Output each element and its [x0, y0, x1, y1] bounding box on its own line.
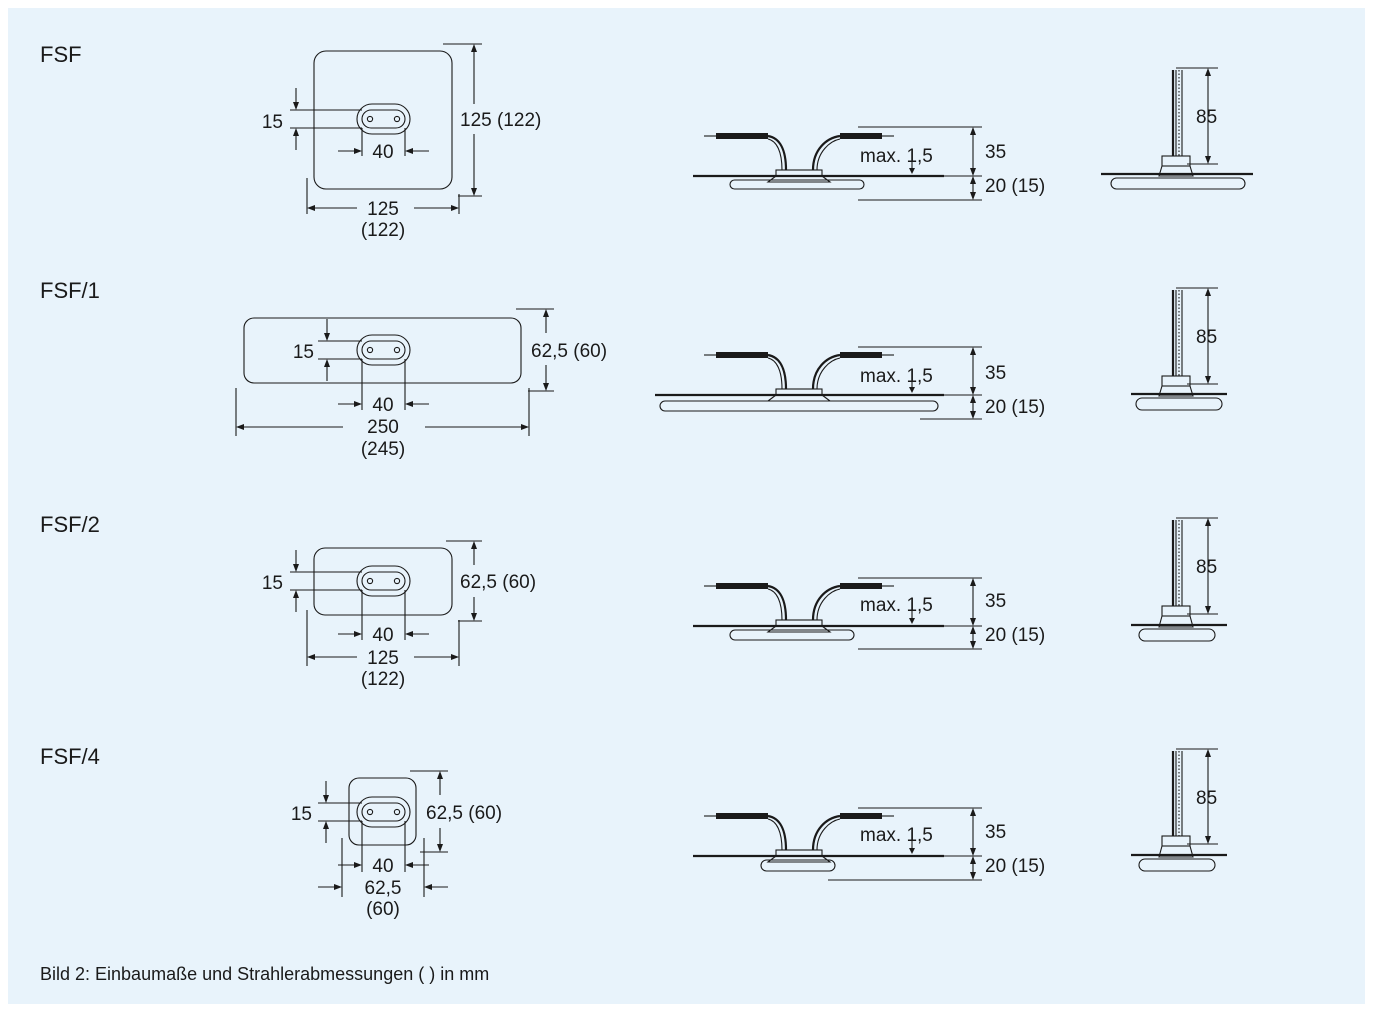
row-title-fsf1: FSF/1 — [40, 278, 100, 303]
slot-label-fsf2: 40 — [372, 625, 393, 646]
end-height-label-fsf4: 85 — [1196, 788, 1217, 809]
width-label-fsf: 125 — [367, 199, 399, 220]
height-label-fsf4: 62,5 (60) — [426, 803, 502, 824]
front-view-fsf: 15 40 125 (122) 125 (122) — [262, 43, 541, 241]
row-title-fsf2: FSF/2 — [40, 512, 100, 537]
hole-label-fsf2: 15 — [262, 573, 283, 594]
side-view-fsf4: max. 1,5 35 20 (15) — [693, 807, 1045, 881]
slot-label-fsf1: 40 — [372, 395, 393, 416]
end-height-label-fsf: 85 — [1196, 107, 1217, 128]
front-view-fsf2: 15 40 125 (122) 62,5 (60) — [262, 540, 536, 690]
side-depth-label-fsf: 20 (15) — [985, 176, 1045, 197]
width-alt-label-fsf: (122) — [361, 220, 405, 241]
side-depth-label-fsf4: 20 (15) — [985, 856, 1045, 877]
width-alt-label-fsf4: (60) — [366, 899, 400, 920]
side-depth-label-fsf2: 20 (15) — [985, 625, 1045, 646]
end-view-fsf4: 85 — [1131, 748, 1227, 872]
row-title-fsf4: FSF/4 — [40, 744, 100, 769]
side-height-label-fsf1: 35 — [985, 363, 1006, 384]
end-view-fsf1: 85 — [1131, 287, 1227, 411]
side-height-label-fsf4: 35 — [985, 822, 1006, 843]
end-view-fsf2: 85 — [1131, 517, 1227, 642]
side-height-label-fsf: 35 — [985, 142, 1006, 163]
width-label-fsf1: 250 — [367, 417, 399, 438]
max-label-fsf: max. 1,5 — [860, 146, 933, 167]
side-view-fsf1: max. 1,5 35 20 (15) — [655, 346, 1045, 420]
max-label-fsf2: max. 1,5 — [860, 595, 933, 616]
max-label-fsf1: max. 1,5 — [860, 366, 933, 387]
slot-label-fsf: 40 — [372, 142, 393, 163]
hole-label-fsf1: 15 — [293, 342, 314, 363]
front-view-fsf4: 15 40 62,5 (60) 62,5 (60) — [291, 770, 502, 920]
side-height-label-fsf2: 35 — [985, 591, 1006, 612]
row-title-fsf: FSF — [40, 42, 82, 67]
side-view-fsf2: max. 1,5 35 20 (15) — [693, 577, 1045, 650]
width-alt-label-fsf1: (245) — [361, 439, 405, 460]
hole-label-fsf4: 15 — [291, 804, 312, 825]
end-height-label-fsf1: 85 — [1196, 327, 1217, 348]
front-view-fsf1: 15 40 250 (245) 62,5 (60) — [235, 308, 607, 460]
figure-caption: Bild 2: Einbaumaße und Strahlerabmessung… — [40, 964, 490, 984]
hole-label-fsf: 15 — [262, 112, 283, 133]
height-label-fsf: 125 (122) — [460, 110, 541, 131]
max-label-fsf4: max. 1,5 — [860, 825, 933, 846]
side-view-fsf: max. 1,5 35 20 (15) — [693, 126, 1045, 201]
height-label-fsf1: 62,5 (60) — [531, 341, 607, 362]
side-depth-label-fsf1: 20 (15) — [985, 397, 1045, 418]
width-label-fsf4: 62,5 — [365, 878, 402, 899]
height-label-fsf2: 62,5 (60) — [460, 572, 536, 593]
slot-label-fsf4: 40 — [372, 856, 393, 877]
width-label-fsf2: 125 — [367, 648, 399, 669]
width-alt-label-fsf2: (122) — [361, 669, 405, 690]
end-height-label-fsf2: 85 — [1196, 557, 1217, 578]
end-view-fsf: 85 — [1101, 67, 1253, 190]
